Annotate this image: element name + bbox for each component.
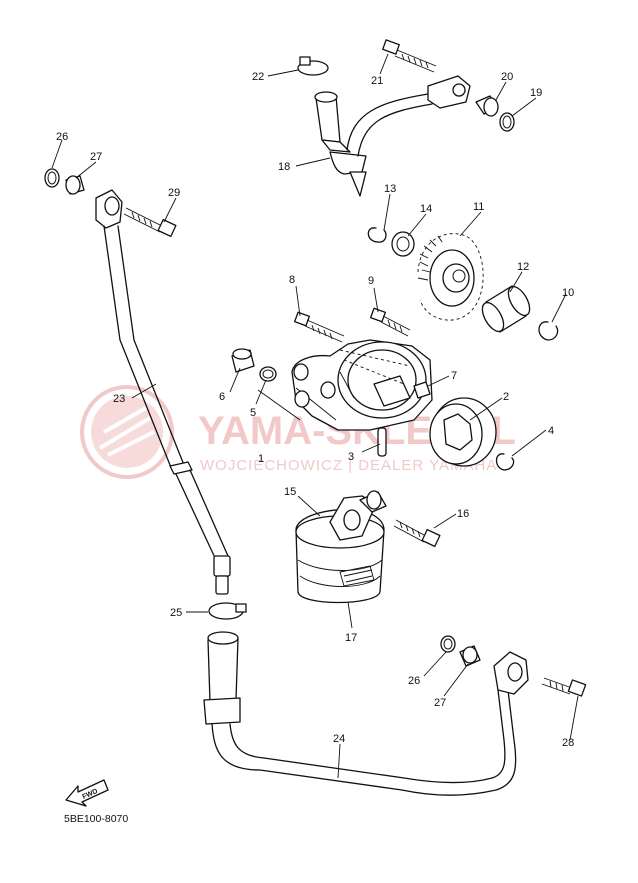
callout-21: 21 <box>371 75 383 87</box>
leader-lines <box>51 53 579 779</box>
callout-27-lower: 27 <box>434 697 446 709</box>
watermark-sub-text: WOJCIECHOWICZ | DEALER YAMAHA <box>200 457 497 474</box>
callout-28: 28 <box>562 737 574 749</box>
callout-29: 29 <box>168 187 180 199</box>
drive-gear-group <box>367 227 559 341</box>
diagram-code: 5BE100-8070 <box>64 813 128 825</box>
callout-7: 7 <box>451 370 457 382</box>
callout-19: 19 <box>530 87 542 99</box>
callout-15: 15 <box>284 486 296 498</box>
lower-delivery-hose <box>203 631 587 796</box>
callout-26-lower: 26 <box>408 675 420 687</box>
callout-12: 12 <box>517 261 529 273</box>
callout-1: 1 <box>258 453 264 465</box>
oil-pump-body <box>231 307 433 457</box>
callout-11: 11 <box>473 201 484 213</box>
callout-27-upper: 27 <box>90 151 102 163</box>
callout-8: 8 <box>289 274 295 286</box>
callout-6: 6 <box>219 391 225 403</box>
callout-3: 3 <box>348 451 354 463</box>
callout-26-upper: 26 <box>56 131 68 143</box>
callout-10: 10 <box>562 287 574 299</box>
callout-4: 4 <box>548 425 554 437</box>
callout-22: 22 <box>252 71 264 83</box>
oil-strainer <box>295 490 441 604</box>
callout-24: 24 <box>333 733 345 745</box>
pump-rotor <box>429 397 515 471</box>
callout-18: 18 <box>278 161 290 173</box>
fwd-arrow-icon: FWD <box>65 779 109 807</box>
left-delivery-hose <box>44 168 247 620</box>
upper-delivery-pipe <box>297 39 515 197</box>
callout-13: 13 <box>384 183 396 195</box>
callout-20: 20 <box>501 71 513 83</box>
callout-2: 2 <box>503 391 509 403</box>
callout-14: 14 <box>420 203 432 215</box>
callout-17: 17 <box>345 632 357 644</box>
callout-16: 16 <box>457 508 469 520</box>
callout-9: 9 <box>368 275 374 287</box>
callout-23: 23 <box>113 393 125 405</box>
callout-labels: 1 2 3 4 5 6 7 8 9 10 11 12 13 14 15 16 1… <box>56 71 574 749</box>
callout-5: 5 <box>250 407 256 419</box>
watermark-logo <box>80 385 174 479</box>
callout-25: 25 <box>170 607 182 619</box>
